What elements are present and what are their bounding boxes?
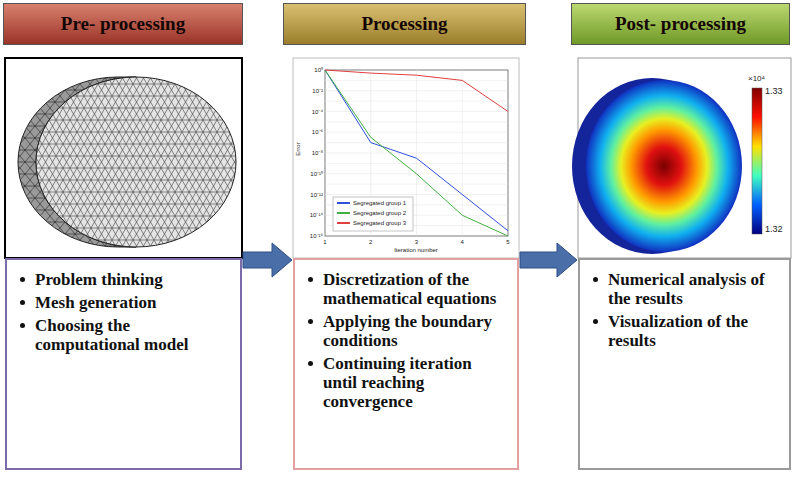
axis-tick: 10⁻⁶ (297, 128, 323, 136)
legend-entry: Segregated group 3 (337, 220, 406, 226)
step-list-box: Problem thinkingMesh generationChoosing … (5, 258, 242, 470)
step-text: Visualization of the results (590, 312, 781, 350)
step-text-content: Continuing iteration until reaching conv… (323, 354, 472, 411)
bullet-dot (308, 277, 313, 282)
step-text: Problem thinking (17, 270, 232, 289)
bullet-dot (593, 319, 598, 324)
stage-banner: Processing (283, 3, 526, 45)
axis-tick: 3 (411, 239, 423, 245)
colorbar-label: 1.33 (765, 86, 789, 96)
step-text: Choosing the computational model (17, 316, 232, 354)
flow-arrow (520, 243, 577, 277)
step-text-content: Problem thinking (35, 270, 163, 289)
step-text-content: Choosing the computational model (35, 316, 188, 354)
stage-banner: Post- processing (571, 3, 790, 45)
stage-title-text: Pre- processing (61, 13, 185, 34)
stage-title-text: Post- processing (615, 13, 746, 34)
legend-swatch (337, 212, 350, 214)
axis-tick: 10⁻¹² (297, 191, 323, 199)
legend-entry: Segregated group 1 (337, 200, 406, 206)
step-text-content: Mesh generation (35, 293, 156, 312)
step-text: Applying the boundary conditions (305, 312, 509, 350)
colorbar-label: ×10⁴ (748, 74, 778, 83)
stage-title: Post- processing (615, 13, 746, 35)
stage-title: Pre- processing (61, 13, 185, 35)
bullet-dot (593, 277, 598, 282)
axis-tick: 5 (502, 239, 514, 245)
axis-tick: 10⁻¹⁴ (297, 211, 323, 219)
legend-swatch (337, 222, 350, 224)
axis-tick: 10⁻¹⁰ (297, 170, 323, 178)
bullet-dot (308, 361, 313, 366)
axis-title: Iteration number (376, 247, 456, 253)
step-text-content: Discretization of the mathematical equat… (323, 270, 496, 308)
axis-tick: 1 (319, 239, 331, 245)
legend-swatch (337, 202, 350, 204)
axis-tick: 10⁰ (297, 66, 323, 74)
step-list-box: Discretization of the mathematical equat… (293, 258, 519, 470)
stage-title: Processing (361, 13, 447, 35)
legend-text: Segregated group 3 (353, 220, 406, 226)
step-text: Continuing iteration until reaching conv… (305, 354, 509, 411)
axis-tick: 10⁻¹⁶ (297, 232, 323, 240)
stage-banner: Pre- processing (3, 3, 243, 45)
stage-title-text: Processing (361, 13, 447, 34)
axis-tick: 10⁻² (297, 87, 323, 95)
axis-title: Error (295, 137, 301, 161)
flow-arrow (243, 243, 292, 277)
axis-tick: 10⁻⁴ (297, 108, 323, 116)
bullet-dot (20, 323, 25, 328)
axis-tick: 4 (456, 239, 468, 245)
step-text: Numerical analysis of the results (590, 270, 781, 308)
step-text-content: Applying the boundary conditions (323, 312, 492, 350)
step-text-content: Numerical analysis of the results (608, 270, 765, 308)
step-text-content: Visualization of the results (608, 312, 748, 350)
step-text: Discretization of the mathematical equat… (305, 270, 509, 308)
legend-text: Segregated group 1 (353, 200, 406, 206)
axis-tick: 2 (365, 239, 377, 245)
legend-text: Segregated group 2 (353, 210, 406, 216)
step-list-box: Numerical analysis of the resultsVisuali… (578, 258, 791, 470)
step-text: Mesh generation (17, 293, 232, 312)
legend-entry: Segregated group 2 (337, 210, 406, 216)
bullet-dot (20, 300, 25, 305)
bullet-dot (308, 319, 313, 324)
bullet-dot (20, 277, 25, 282)
colorbar-label: 1.32 (765, 224, 789, 234)
